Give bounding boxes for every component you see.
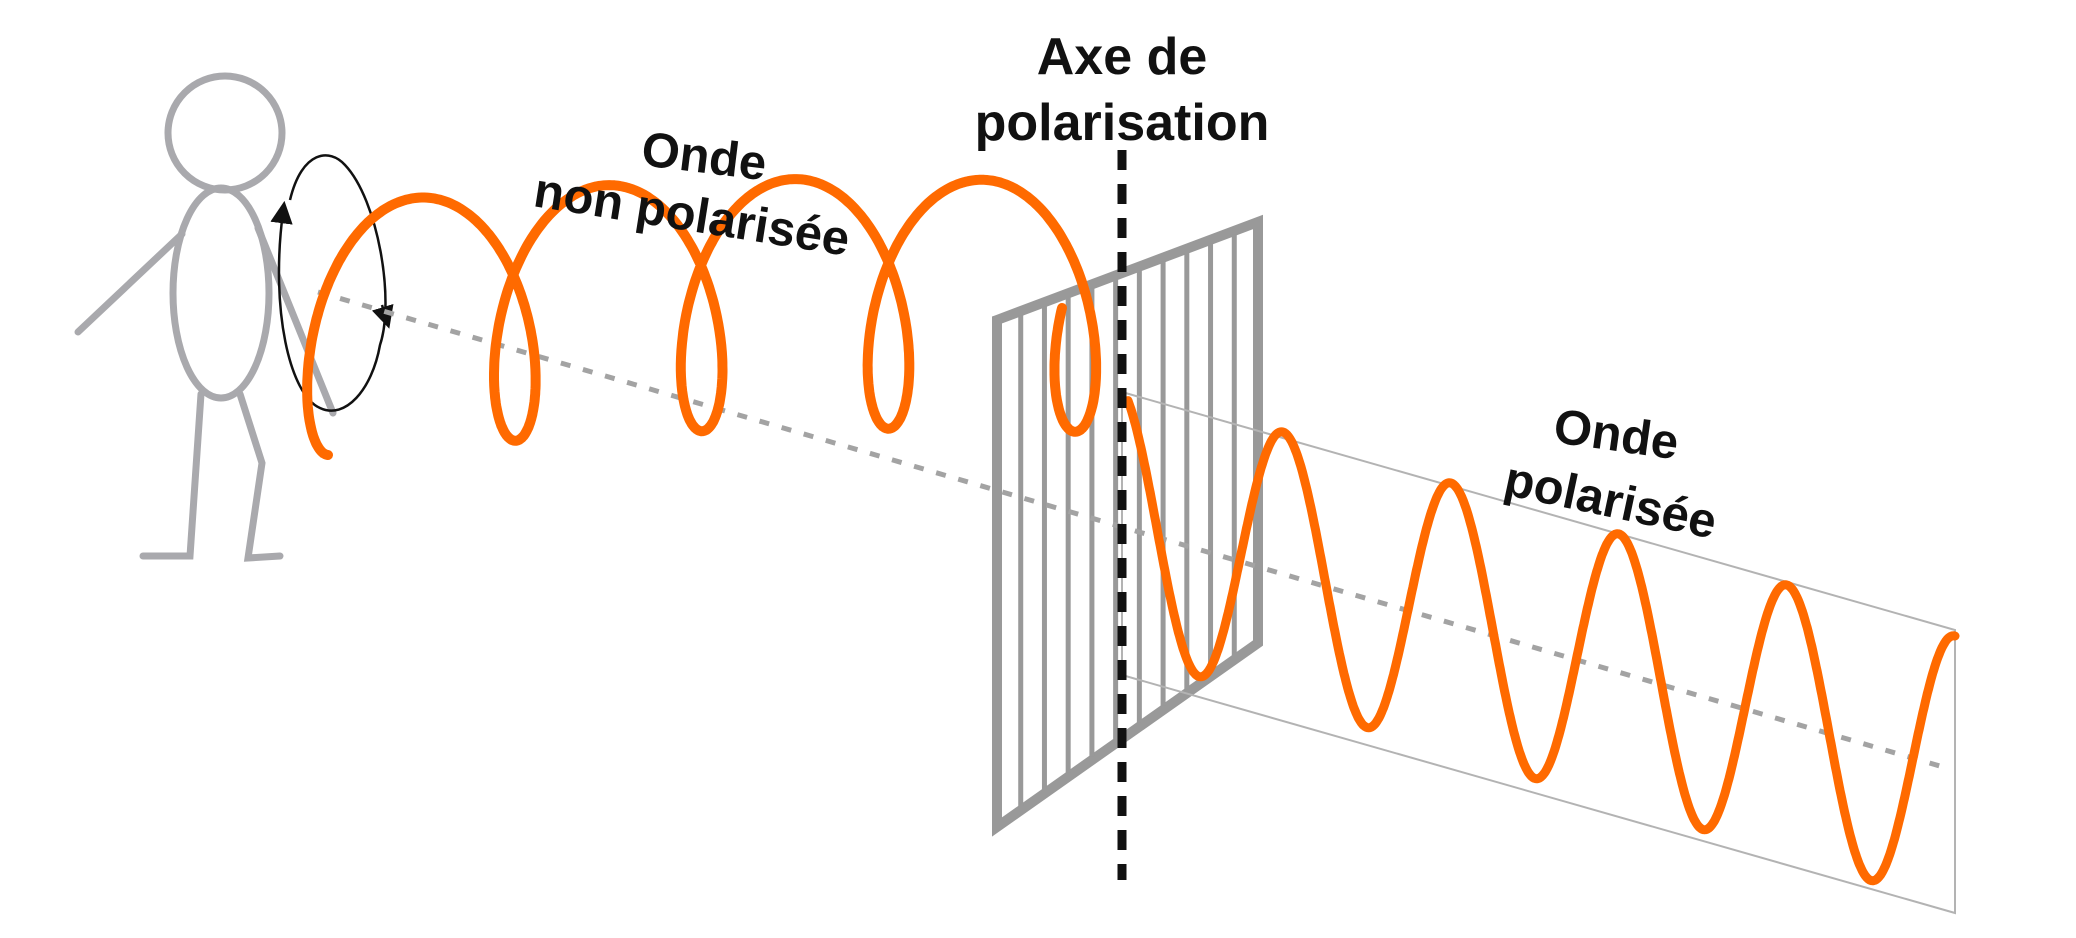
polarized-wave xyxy=(1123,396,1960,886)
label-axis-line2: polarisation xyxy=(975,94,1270,152)
label-polarized-line1: Onde xyxy=(1550,399,1682,470)
envelope-box xyxy=(1121,390,1956,915)
figure-left-arm xyxy=(74,230,186,336)
figure-body xyxy=(169,184,273,402)
figure-left-leg xyxy=(139,390,205,560)
stick-figure-icon xyxy=(74,72,337,562)
unpolarized-wave xyxy=(302,174,1102,460)
filter-frame xyxy=(992,214,1263,837)
label-unpolarized-line1: Onde xyxy=(639,122,770,191)
label-axis-line1: Axe de xyxy=(1037,28,1208,86)
figure-right-leg xyxy=(236,390,284,562)
label-polarized-wave: Onde polarisée xyxy=(1500,399,1722,549)
label-polarization-axis: Axe de polarisation xyxy=(975,28,1270,152)
rotation-arrow-icon xyxy=(270,154,394,412)
propagation-axis-line xyxy=(317,289,1951,772)
figure-head xyxy=(164,72,286,194)
polarized-envelope xyxy=(1121,390,1956,915)
rotation-arrow-down xyxy=(371,303,394,329)
rotation-loop xyxy=(270,154,387,412)
filter-slits xyxy=(1018,234,1237,807)
polarizing-filter xyxy=(992,214,1263,837)
figure-right-arm xyxy=(254,224,337,417)
